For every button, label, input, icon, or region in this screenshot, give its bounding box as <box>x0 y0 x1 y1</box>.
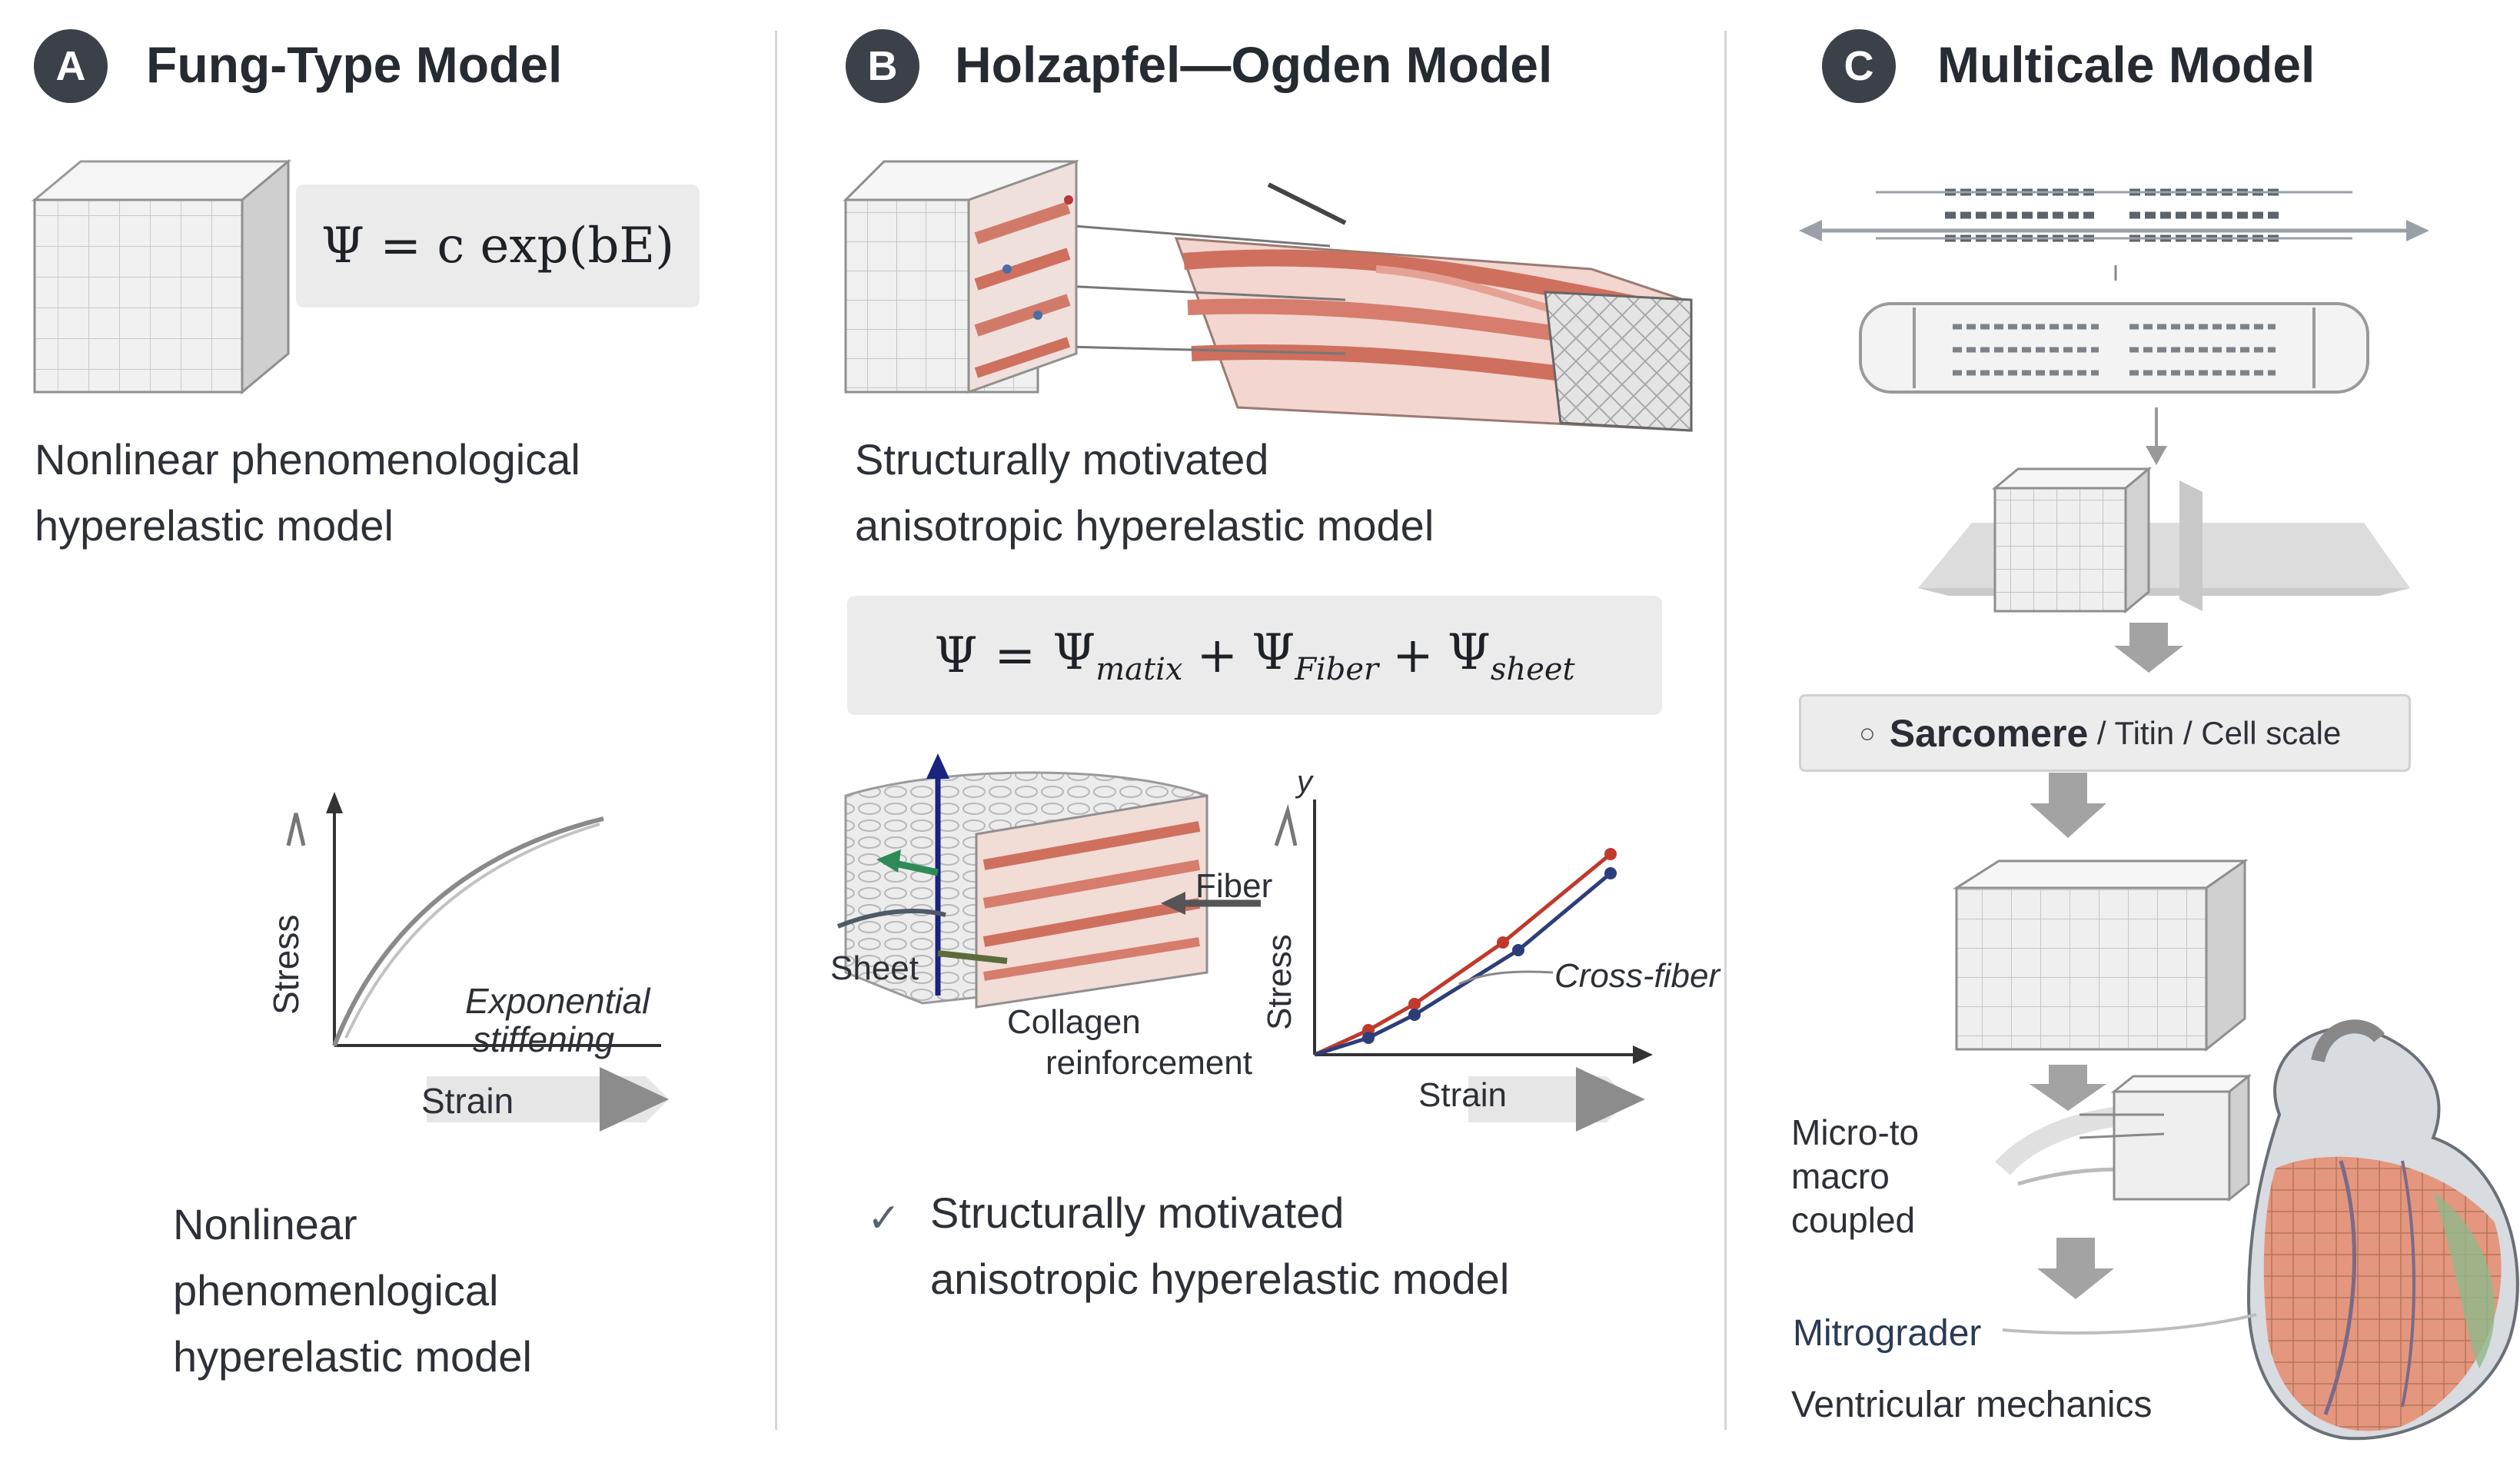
tissue-cube-icon <box>31 158 292 395</box>
fiber-curve-marker <box>1408 998 1421 1010</box>
formula-term-matrix: Ψmatix <box>1052 623 1183 687</box>
panel-a-summary-line3: hyperelastic model <box>173 1332 532 1381</box>
scale-bullet-icon: ○ <box>1859 716 1876 749</box>
collagen-label-line2: reinforcement <box>1046 1044 1253 1082</box>
tissue-block-axes-illustration <box>836 753 1261 1009</box>
fung-plot-xlabel: Strain <box>421 1081 514 1121</box>
collagen-label-line1: Collagen <box>1007 1003 1141 1041</box>
formula-plus-2: + <box>1392 627 1434 684</box>
panel-a-description-line1: Nonlinear phenomenological <box>35 435 580 484</box>
panel-b-summary-line1: Structurally motivated <box>930 1188 1345 1237</box>
panel-a-summary-line1: Nonlinear <box>173 1200 357 1248</box>
organ-label: Mitrograder <box>1793 1313 1982 1354</box>
plot-y-axis-letter: y <box>1297 765 1312 799</box>
sarcomere-scale-box: ○ Sarcomere / Titin / Cell scale <box>1799 694 2411 772</box>
fung-plot-ylabel: Stress <box>266 914 306 1015</box>
panel-b-summary-line2: anisotropic hyperelastic model <box>930 1255 1510 1303</box>
heart-ventricle-illustration <box>1995 1019 2519 1441</box>
fiber-curve-marker <box>1497 936 1509 949</box>
cross-fiber-curve-marker <box>1604 867 1617 879</box>
cross-fiber-curve-marker <box>1512 944 1524 956</box>
panel-a-badge: A <box>34 29 108 103</box>
formula-term-fiber: ΨFiber <box>1252 623 1379 687</box>
tissue-cube-large-icon <box>1952 773 2249 1111</box>
scale-main-label: Sarcomere <box>1889 711 2089 755</box>
sarcomere-filament-icon <box>1799 188 2429 394</box>
cell-cube-icon <box>1918 407 2410 673</box>
coupling-label-line3: coupled <box>1791 1200 1916 1240</box>
fung-plot-annotation-line2: stiffening <box>473 1019 615 1059</box>
formula-plus-1: + <box>1196 627 1238 684</box>
fung-formula: Ψ = c exp(bE) <box>296 184 700 307</box>
formula-psi: Ψ <box>934 627 978 684</box>
cross-fiber-label: Cross-fiber <box>1554 957 1720 995</box>
cross-fiber-curve-marker <box>1408 1009 1421 1021</box>
scale-rest-label: / Titin / Cell scale <box>2088 714 2342 751</box>
panel-holzapfel-ogden: B Holzapfel—Ogden Model <box>776 0 1726 1466</box>
panel-b-description-line1: Structurally motivated <box>855 435 1269 484</box>
holzapfel-ogden-formula: Ψ = Ψmatix + ΨFiber + Ψsheet <box>847 596 1662 715</box>
sheet-label: Sheet <box>830 949 919 987</box>
fiber-block-illustration <box>843 159 1693 432</box>
panel-b-badge: B <box>846 29 919 103</box>
ventricular-mechanics-label: Ventricular mechanics <box>1791 1385 2153 1425</box>
fiber-curve <box>1313 853 1612 1057</box>
panel-c-title: Multicale Model <box>1937 36 2316 93</box>
divider-b-c <box>1724 31 1727 1430</box>
cross-fiber-curve-marker <box>1362 1032 1375 1044</box>
coupling-label-line2: macro <box>1791 1156 1890 1196</box>
divider-a-b <box>775 31 777 1430</box>
formula-equals: = <box>994 627 1036 684</box>
holzapfel-plot-ylabel: Stress <box>1261 934 1298 1030</box>
panel-a-summary-line2: phenomenlogical <box>173 1266 499 1315</box>
panel-b-description-line2: anisotropic hyperelastic model <box>855 501 1435 550</box>
holzapfel-stress-strain-plot <box>1274 799 1653 1132</box>
panel-b-title: Holzapfel—Ogden Model <box>955 36 1553 93</box>
holzapfel-plot-xlabel: Strain <box>1418 1076 1507 1114</box>
fung-stress-strain-plot <box>286 792 669 1132</box>
coupling-label-line1: Micro-to <box>1791 1112 1920 1152</box>
panel-a-description-line2: hyperelastic model <box>35 501 394 550</box>
formula-term-sheet: Ψsheet <box>1447 623 1575 687</box>
panel-multiscale: C Multicale Model <box>1726 0 2520 1466</box>
fiber-label: Fiber <box>1195 867 1273 905</box>
panel-a-title: Fung-Type Model <box>146 36 563 93</box>
fung-plot-annotation-line1: Exponential <box>465 981 650 1021</box>
panel-c-badge: C <box>1822 29 1896 103</box>
panel-fung-type: A Fung-Type Model Ψ = c exp(bE) Nonlinea… <box>0 0 776 1466</box>
fiber-curve-marker <box>1604 848 1617 860</box>
check-icon: ✓ <box>867 1196 901 1241</box>
